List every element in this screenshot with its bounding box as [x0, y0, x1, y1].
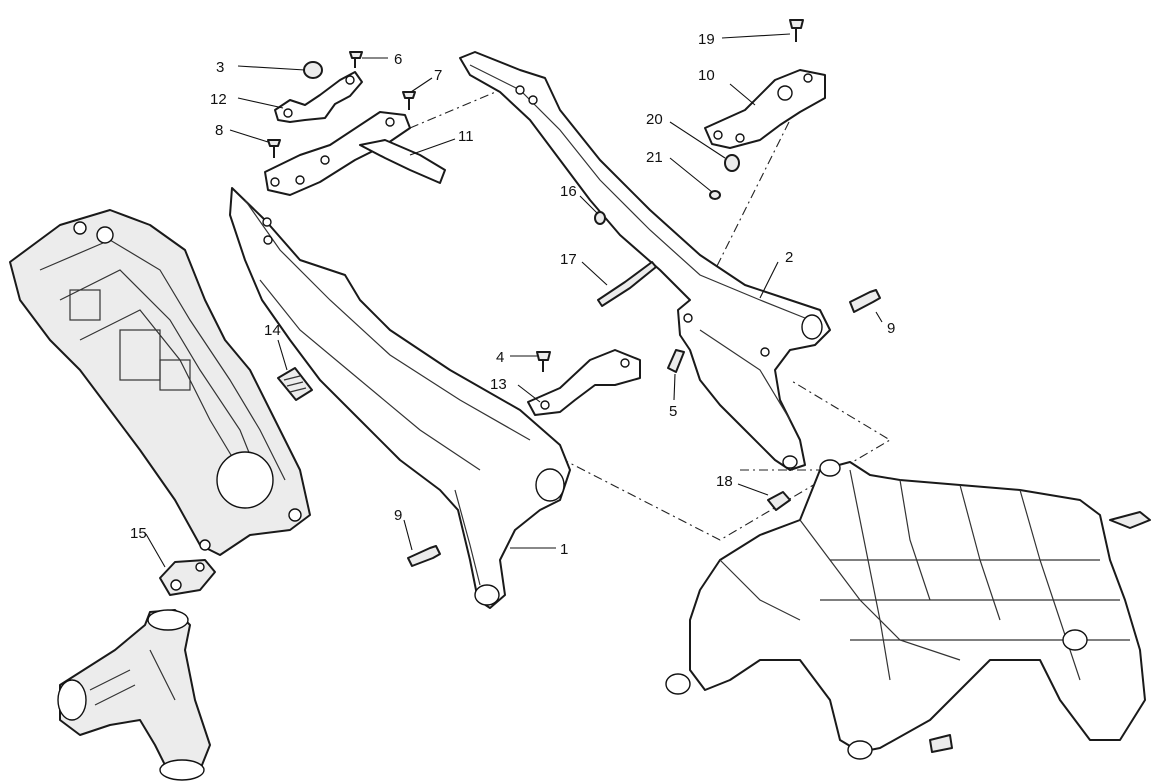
part-10-bracket: [704, 69, 826, 149]
callout-8: 8: [215, 122, 223, 139]
part-17-cable-tie: [597, 261, 657, 307]
part-5-bolt: [667, 349, 685, 373]
callout-11: 11: [458, 128, 474, 145]
callout-16: 16: [560, 183, 577, 200]
part-19-screw: [789, 19, 804, 42]
part-9-bolt-right: [849, 289, 881, 313]
callout-15: 15: [130, 525, 147, 542]
part-1-left-subframe: [229, 187, 571, 609]
callout-19: 19: [698, 31, 715, 48]
part-3-spacer: [303, 61, 323, 79]
callout-9-right: 9: [887, 320, 895, 337]
callout-10: 10: [698, 67, 715, 84]
callout-20: 20: [646, 111, 663, 128]
part-2-right-subframe: [459, 51, 831, 471]
callout-1: 1: [560, 541, 568, 558]
leader-lines: [145, 33, 883, 568]
callout-3: 3: [216, 59, 224, 76]
part-11-strap: [359, 139, 446, 184]
part-18-bushing: [767, 491, 791, 511]
callout-5: 5: [669, 403, 677, 420]
callout-12: 12: [210, 91, 227, 108]
part-9-bolt-left: [407, 545, 441, 567]
part-8-screw: [267, 139, 281, 158]
callout-18: 18: [716, 473, 733, 490]
part-4-screw: [536, 351, 551, 372]
callout-17: 17: [560, 251, 577, 268]
callout-14: 14: [264, 322, 281, 339]
part-20-nut: [724, 154, 740, 172]
part-13-bracket: [527, 349, 641, 416]
y-pipe-fitting: [57, 609, 211, 781]
callout-2: 2: [785, 249, 793, 266]
main-frame-trellis: [665, 459, 1151, 760]
part-16-clip: [594, 211, 606, 225]
top-mount-plate: [264, 111, 411, 196]
part-15-grommet: [159, 559, 216, 596]
callout-4: 4: [496, 349, 504, 366]
part-21-washer: [709, 190, 721, 200]
callout-21: 21: [646, 149, 663, 166]
callout-13: 13: [490, 376, 507, 393]
callout-6: 6: [394, 51, 402, 68]
callout-7: 7: [434, 67, 442, 84]
callout-9-left: 9: [394, 507, 402, 524]
part-6-screw: [349, 51, 363, 68]
part-7-screw: [402, 91, 416, 110]
part-14-rubber-pad: [277, 367, 313, 401]
callout-labels: 3 6 12 7 8 11 19 10 20 21 16 17 2 9 14 4…: [130, 31, 895, 558]
rear-mudguard-assembly: [9, 209, 311, 556]
part-12-bracket: [274, 71, 363, 123]
